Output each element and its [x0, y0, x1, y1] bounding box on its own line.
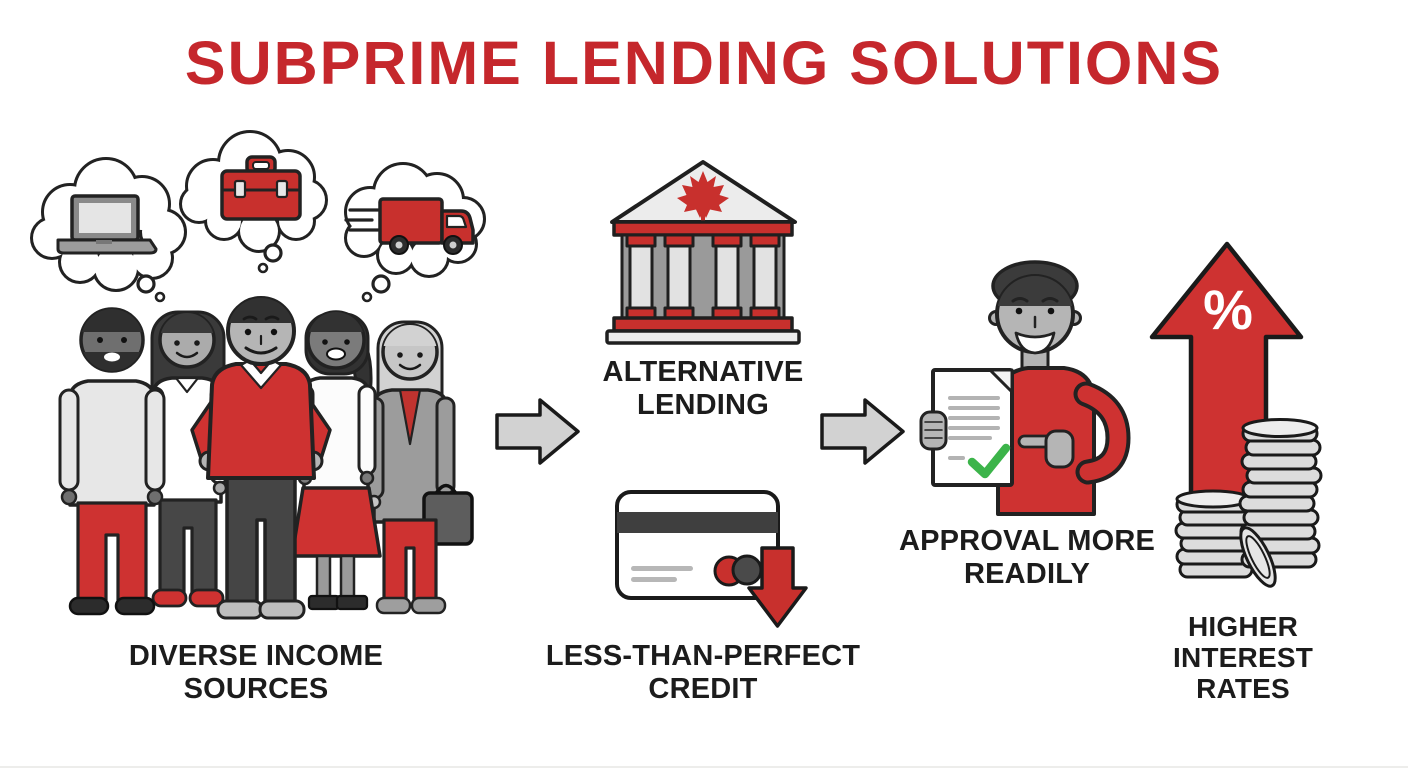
approval-person — [919, 260, 1131, 516]
higher-interest-rates-icon: % — [1149, 241, 1323, 588]
label-line: CREDIT — [648, 673, 758, 705]
approved-document-icon — [931, 368, 1014, 487]
label-line: HIGHER — [1187, 611, 1299, 642]
label-diverse-income-sources: DIVERSE INCOME SOURCES — [129, 640, 383, 706]
label-line: LENDING — [637, 389, 769, 421]
page-title: SUBPRIME LENDING SOLUTIONS — [184, 29, 1224, 97]
coin-stack-left — [1174, 489, 1255, 579]
maple-leaf-icon — [677, 171, 729, 223]
label-alternative-lending: ALTERNATIVE LENDING — [603, 356, 804, 422]
coin-stack-right — [1238, 418, 1323, 569]
percent-symbol: % — [1203, 278, 1253, 341]
label-less-than-perfect-credit: LESS-THAN-PERFECT CREDIT — [546, 640, 860, 706]
tilted-coin — [1239, 526, 1277, 588]
toolbox-icon — [220, 155, 302, 221]
label-line: LESS-THAN-PERFECT — [545, 640, 861, 672]
bank-icon — [605, 160, 801, 345]
flow-arrow-2 — [820, 398, 905, 465]
label-higher-interest-rates: HIGHER INTEREST RATES — [1173, 611, 1313, 704]
label-line: ALTERNATIVE — [602, 356, 804, 388]
label-line: DIVERSE INCOME — [128, 640, 384, 672]
laptop-icon — [56, 194, 158, 255]
label-line: APPROVAL MORE — [898, 525, 1156, 557]
label-approval-more-readily: APPROVAL MORE READILY — [899, 525, 1155, 591]
pointing-hand-icon — [1017, 429, 1075, 469]
person-bearded-man — [58, 307, 166, 616]
thought-bubble-toolbox — [179, 130, 328, 274]
bottom-edge-artifact — [0, 766, 1408, 768]
flow-arrow-1 — [495, 398, 580, 465]
thought-bubble-laptop — [30, 157, 187, 303]
delivery-truck-icon — [344, 197, 475, 255]
person-blonde-woman-briefcase — [364, 320, 474, 615]
label-line: RATES — [1196, 673, 1290, 704]
down-arrow-icon — [747, 546, 808, 628]
label-line: SOURCES — [183, 673, 329, 705]
label-line: READILY — [963, 558, 1091, 590]
person-center-red-sweater — [190, 296, 332, 620]
label-line: INTEREST — [1172, 642, 1314, 673]
people-group — [30, 130, 486, 620]
thought-bubble-truck — [344, 162, 486, 303]
check-icon — [967, 443, 1011, 479]
credit-card-icon — [615, 490, 808, 628]
